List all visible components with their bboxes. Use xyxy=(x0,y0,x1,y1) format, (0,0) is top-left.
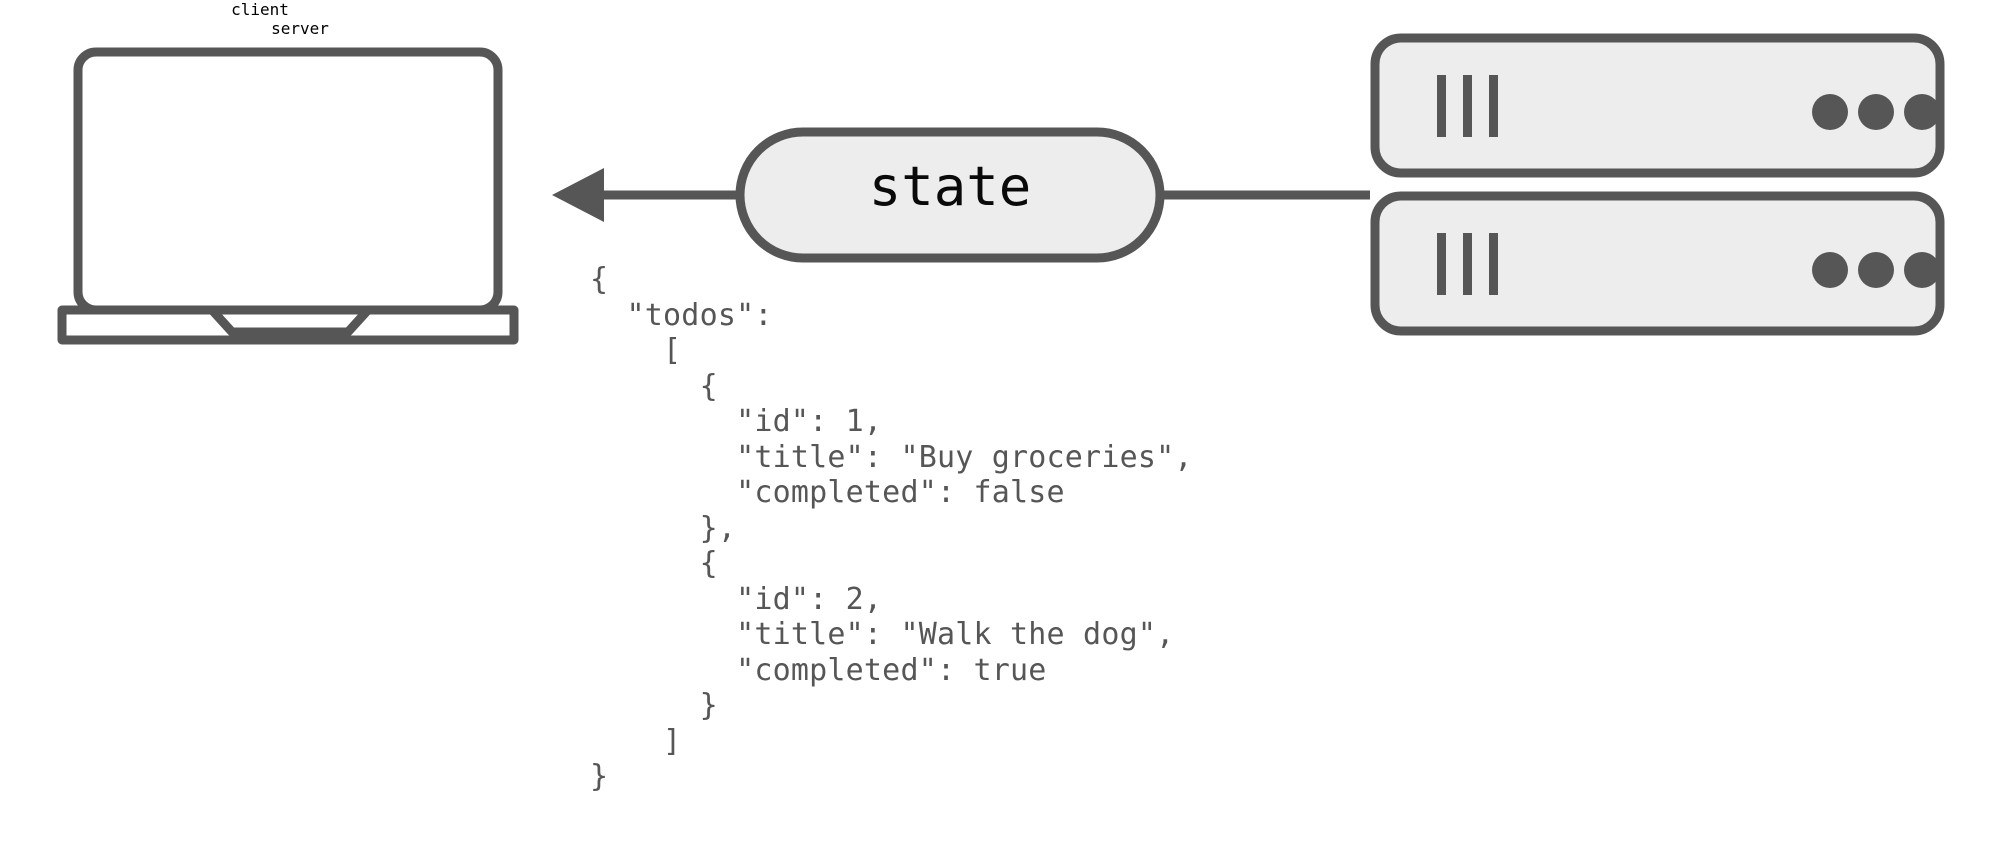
state-pill-label: state xyxy=(868,155,1032,218)
server-unit-body xyxy=(1370,33,1945,178)
server-unit-2 xyxy=(1370,191,1945,336)
server-vent-bars-icon xyxy=(1437,75,1498,137)
state-pill xyxy=(735,127,1165,263)
state-json-payload: { "todos": [ { "id": 1, "title": "Buy gr… xyxy=(590,262,1193,794)
edge-arrowhead-icon xyxy=(552,168,604,222)
laptop-icon xyxy=(57,47,519,345)
server-node-label: server xyxy=(271,19,329,38)
laptop-screen xyxy=(73,47,503,315)
server-vent-bars-icon xyxy=(1437,233,1498,295)
server-unit-body xyxy=(1370,191,1945,336)
server-status-dots-icon xyxy=(1812,94,1940,130)
server-unit-1 xyxy=(1370,33,1945,178)
client-node-label: client xyxy=(231,0,289,19)
laptop-base xyxy=(57,305,519,345)
server-rack-icon xyxy=(1370,33,1945,336)
state-flow-edge xyxy=(552,168,1370,222)
server-status-dots-icon xyxy=(1812,252,1940,288)
